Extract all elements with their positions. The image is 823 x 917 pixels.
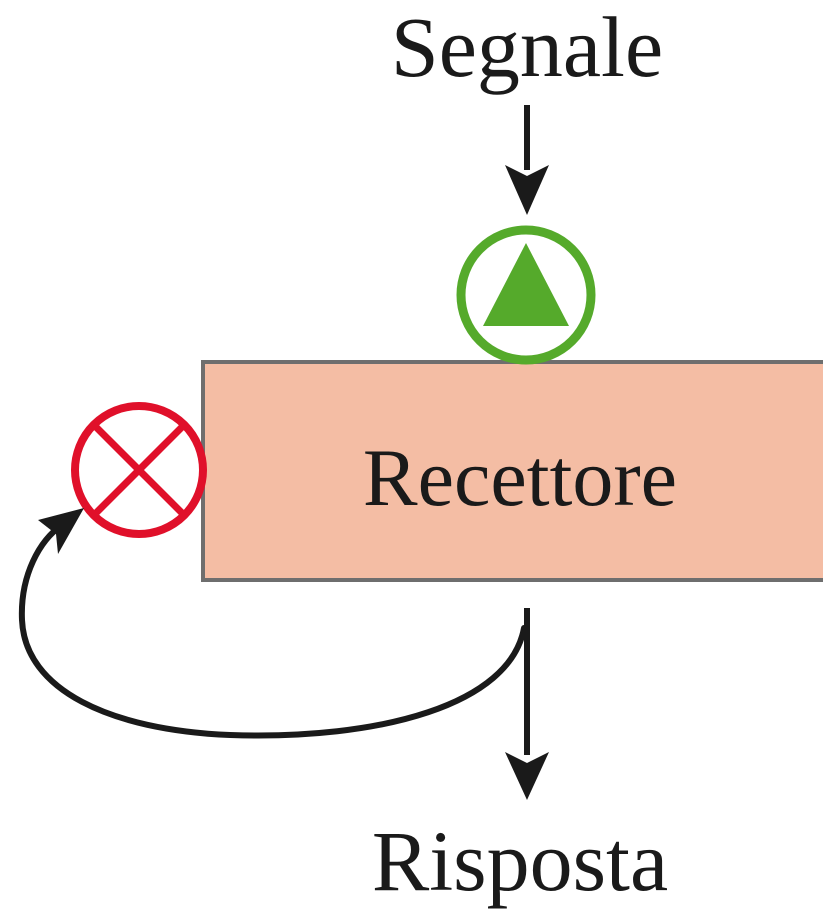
activator-icon [456,225,596,365]
receptor-label: Recettore [363,432,677,523]
inhibitor-icon [71,402,207,538]
signal-arrow [505,105,549,215]
response-arrow [505,608,549,800]
signal-label: Segnale [391,0,663,95]
feedback-arrow [18,508,527,739]
response-label: Risposta [372,813,668,909]
